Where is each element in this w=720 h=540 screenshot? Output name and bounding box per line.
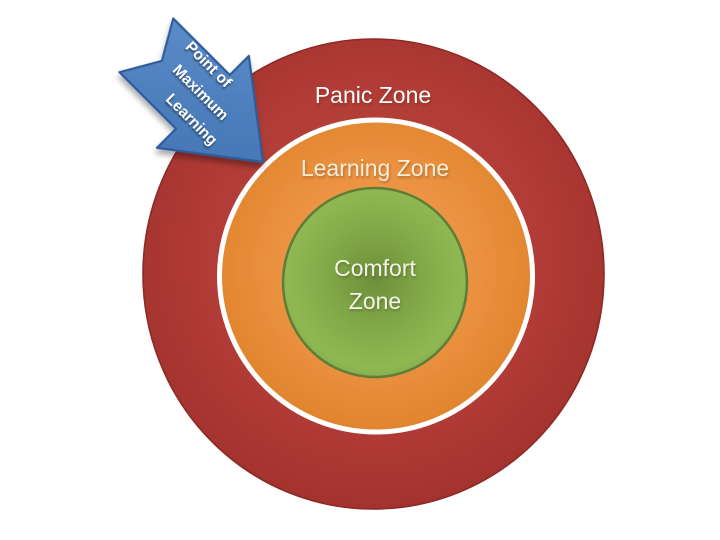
comfort-zone-label-line2: Zone [349, 288, 401, 314]
learning-zone-label: Learning Zone [301, 155, 449, 181]
max-learning-arrow [118, 17, 265, 164]
comfort-zone-label-line1: Comfort [334, 255, 416, 281]
panic-zone-label: Panic Zone [315, 82, 431, 108]
comfort-zone-circle [281, 186, 469, 379]
